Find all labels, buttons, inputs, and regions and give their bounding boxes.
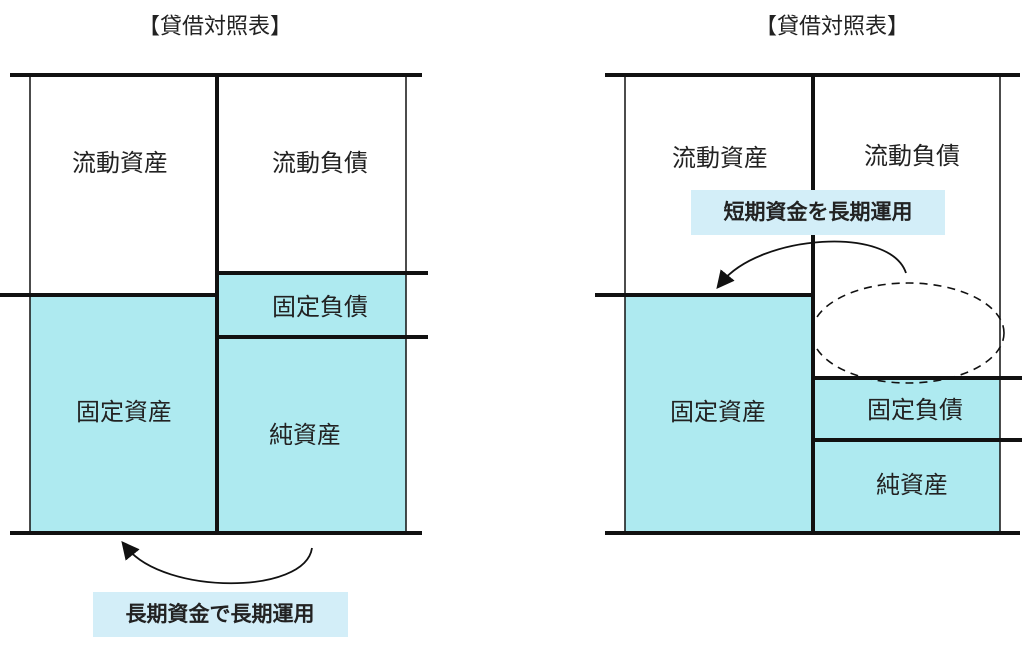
caption-text: 長期資金で長期運用 (126, 602, 315, 626)
left-balance-sheet: 【貸借対照表】 流動資産 流動負債 固定負債 固定資産 純資産 長期資金で長期運… (0, 15, 428, 637)
curved-arrow-icon (716, 240, 907, 289)
fixed-liabilities-label: 固定負債 (272, 293, 368, 321)
current-liabilities-label: 流動負債 (272, 149, 368, 177)
caption-text: 短期資金を長期運用 (724, 200, 913, 224)
right-liabilities-fill (813, 378, 1000, 533)
fixed-assets-label: 固定資産 (76, 398, 172, 426)
right-title: 【貸借対照表】 (755, 15, 909, 40)
left-title: 【貸借対照表】 (138, 15, 292, 40)
caption-box (93, 592, 348, 637)
fixed-assets-label: 固定資産 (670, 398, 766, 426)
right-balance-sheet: 【貸借対照表】 流動資産 流動負債 短期資金を長期運用 固定資産 固定負債 純資… (595, 15, 1022, 535)
current-liabilities-label: 流動負債 (864, 142, 960, 170)
right-fixed-assets-fill (625, 295, 813, 533)
current-assets-label: 流動資産 (672, 144, 768, 172)
net-assets-label: 純資産 (876, 471, 948, 499)
left-liabilities-fill (217, 273, 406, 533)
curved-arrow-icon (121, 541, 313, 585)
caption-box (691, 190, 945, 235)
fixed-liabilities-label: 固定負債 (867, 396, 963, 424)
dashed-ellipse (811, 282, 1005, 384)
net-assets-label: 純資産 (269, 421, 341, 449)
left-fixed-assets-fill (30, 295, 217, 533)
current-assets-label: 流動資産 (72, 149, 168, 177)
